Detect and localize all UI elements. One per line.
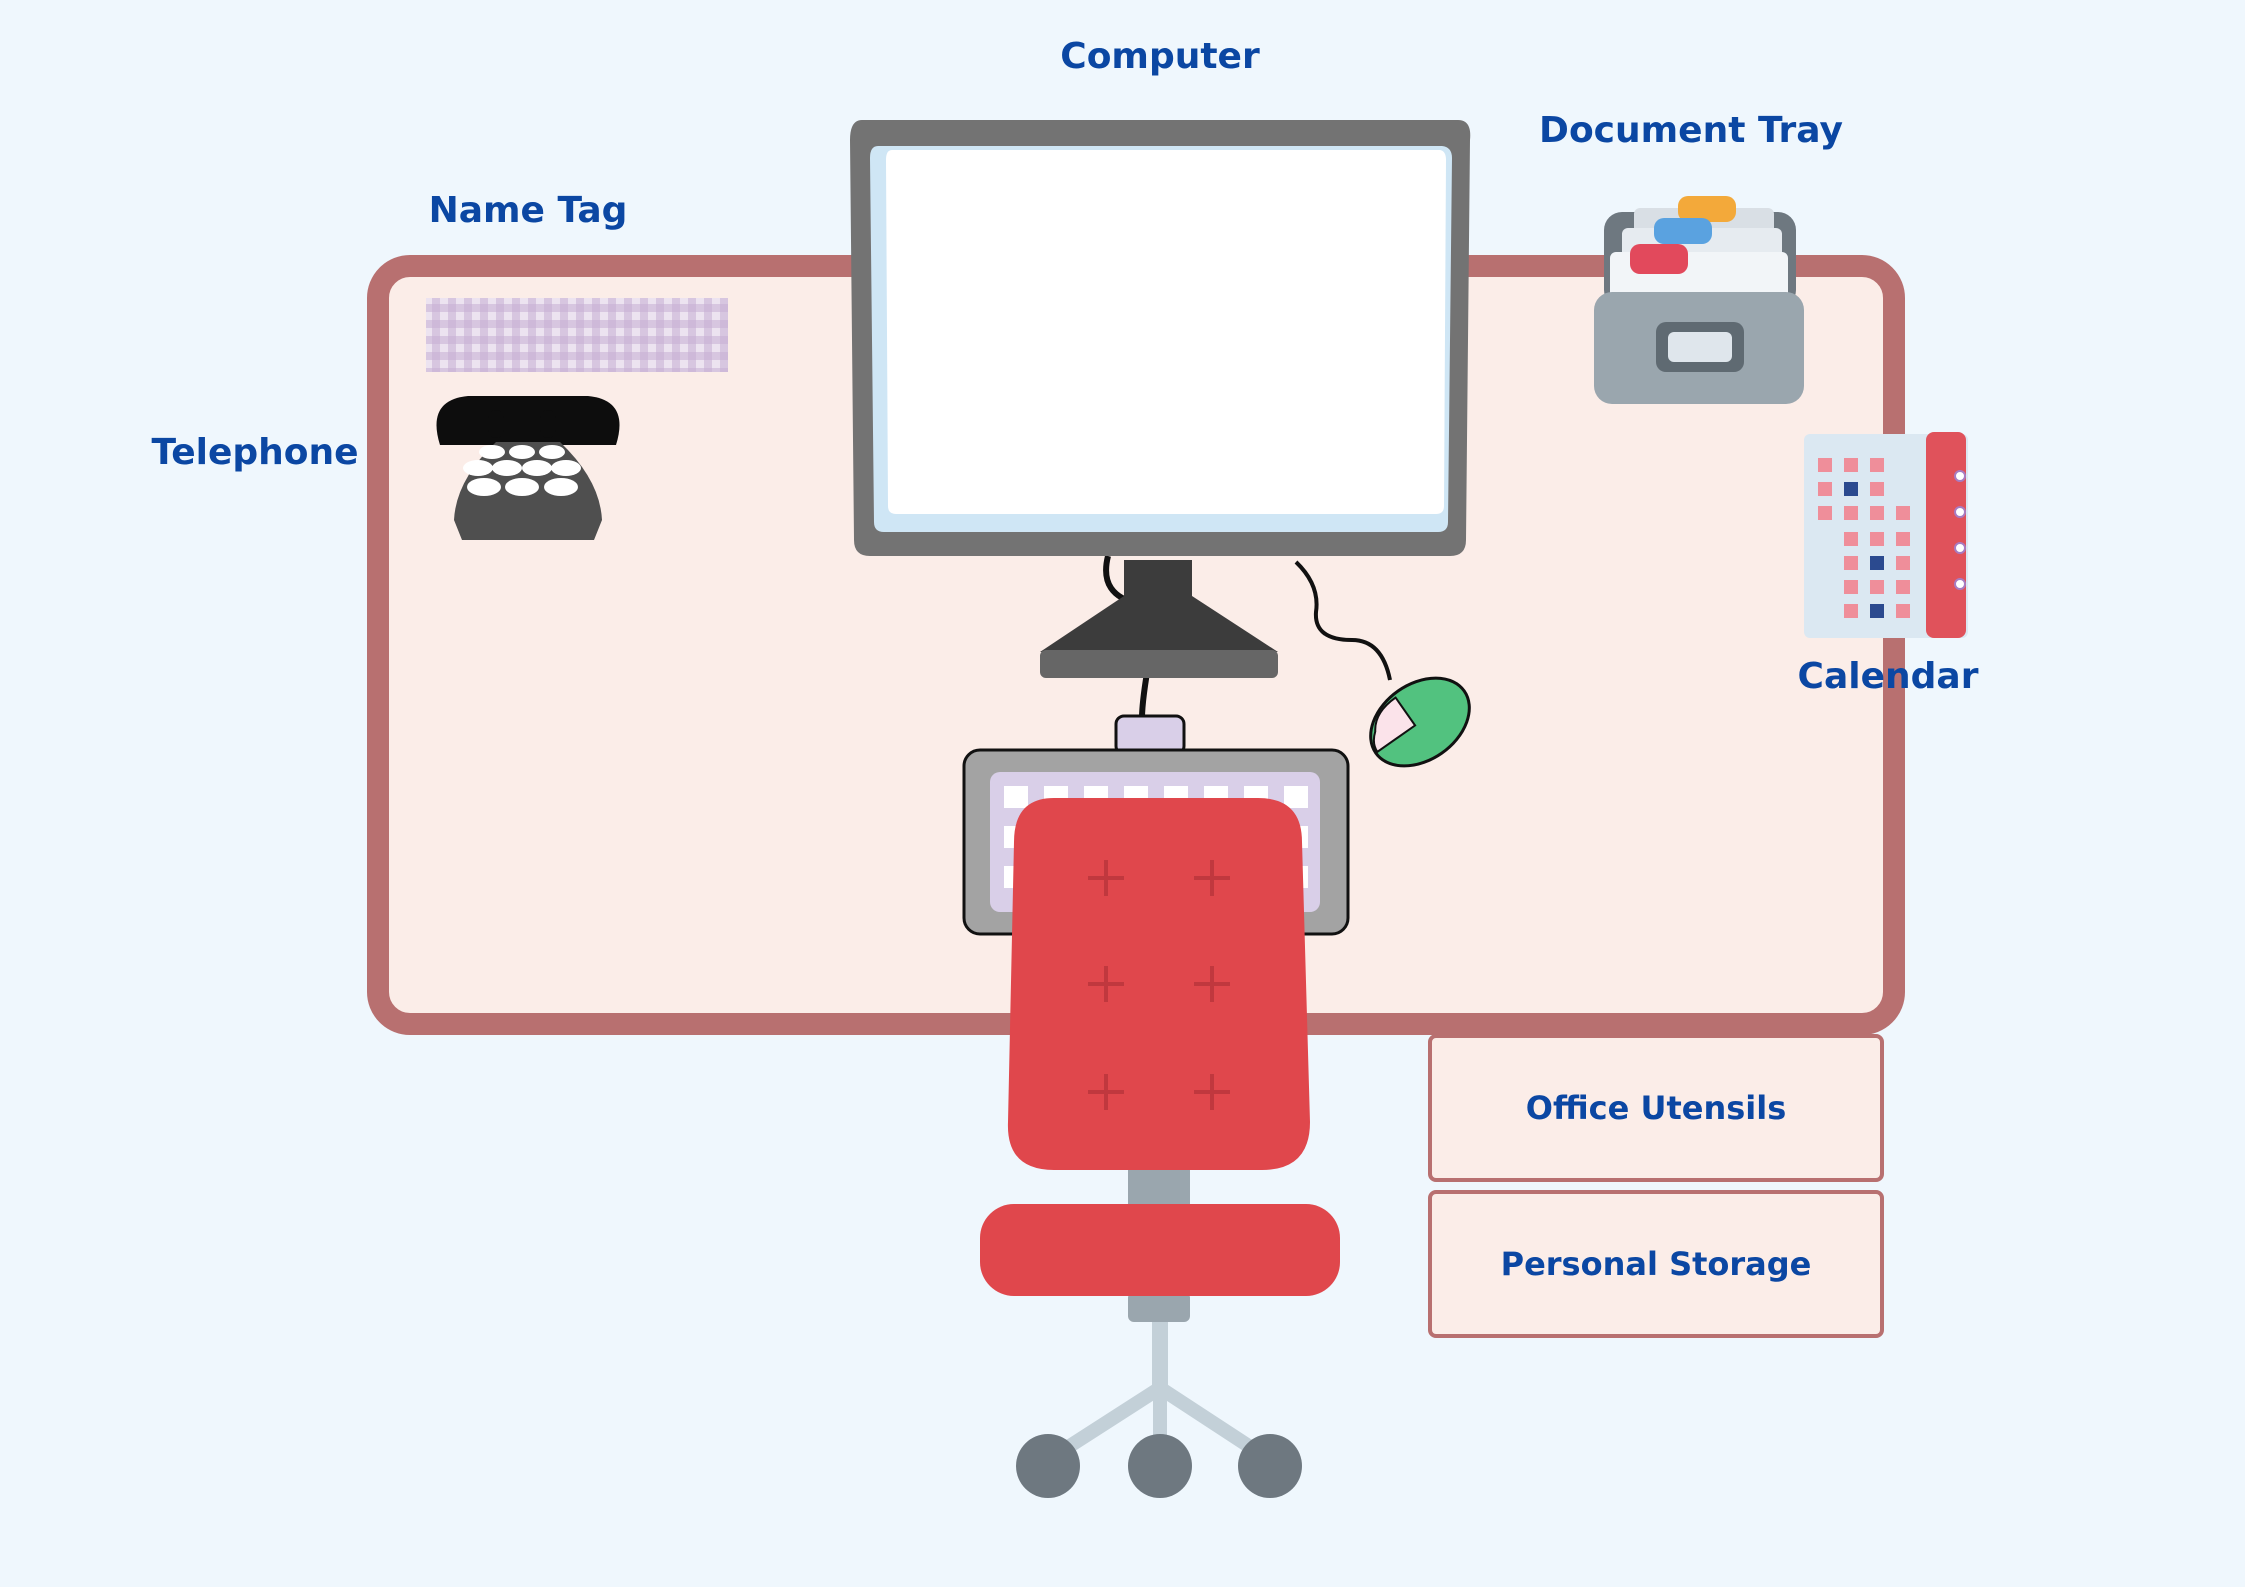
name-tag — [426, 298, 728, 372]
drawer-personal-storage[interactable]: Personal Storage — [1428, 1190, 1884, 1338]
mouse-icon — [1369, 676, 1471, 768]
name-tag-label: Name Tag — [428, 190, 628, 231]
card-file-box-icon — [1594, 196, 1804, 404]
spiral-calendar-icon — [1804, 432, 1968, 638]
drawer-office-utensils-label: Office Utensils — [1525, 1089, 1787, 1127]
monitor-stand — [1040, 560, 1278, 678]
computer-label: Computer — [1060, 36, 1260, 77]
telephone-icon — [436, 396, 620, 540]
document-tray-label: Document Tray — [1539, 110, 1843, 151]
telephone-label: Telephone — [151, 432, 359, 473]
calendar-label: Calendar — [1797, 656, 1979, 697]
computer-monitor — [850, 120, 1471, 556]
drawer-personal-storage-label: Personal Storage — [1500, 1245, 1812, 1283]
mouse-cable — [1294, 560, 1392, 681]
drawer-office-utensils[interactable]: Office Utensils — [1428, 1034, 1884, 1182]
office-chair — [980, 798, 1340, 1498]
